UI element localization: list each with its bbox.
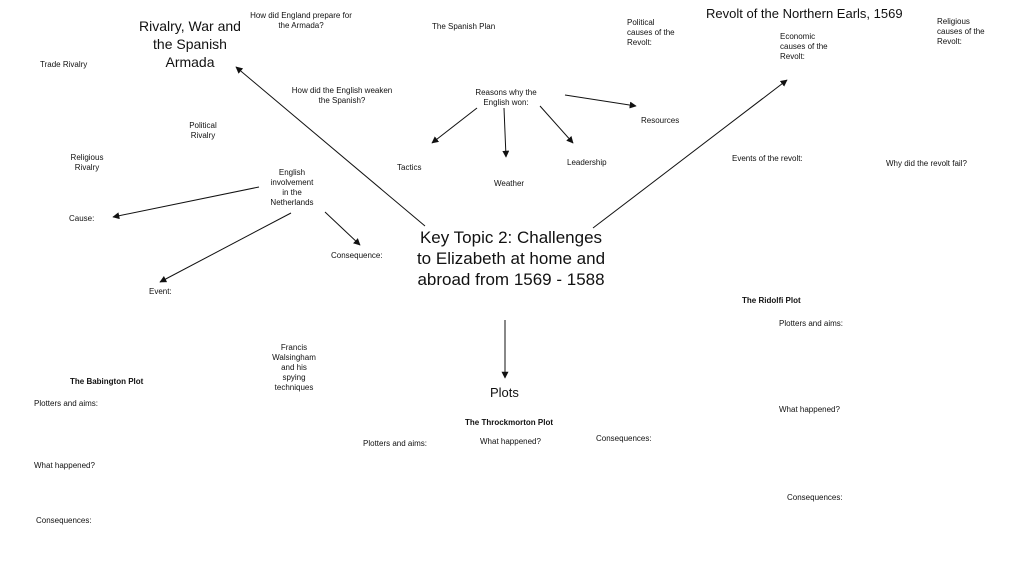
economic-causes: Economic causes of the Revolt: — [780, 32, 828, 61]
babington-consequences: Consequences: — [36, 516, 92, 525]
ridolfi-plot-title: The Ridolfi Plot — [742, 296, 801, 305]
prepare-question: How did England prepare for the Armada? — [250, 11, 352, 30]
revolt-title: Revolt of the Northern Earls, 1569 — [706, 6, 903, 21]
weather: Weather — [494, 179, 525, 188]
event-label: Event: — [149, 287, 172, 296]
revolt-fail-question: Why did the revolt fail? — [886, 159, 967, 168]
throckmorton-consequences: Consequences: — [596, 434, 652, 443]
religious-rivalry: Religious Rivalry — [70, 153, 104, 172]
arrow-to-consequence — [324, 211, 361, 246]
walsingham-spying: Francis Walsingham and his spying techni… — [272, 343, 316, 392]
central-topic: Key Topic 2: Challenges to Elizabeth at … — [416, 228, 606, 289]
consequence-label: Consequence: — [331, 251, 383, 260]
arrow-to-rivalry — [235, 66, 426, 227]
throckmorton-happened: What happened? — [480, 437, 541, 446]
netherlands-involvement: English involvement in the Netherlands — [270, 168, 314, 207]
tactics: Tactics — [397, 163, 422, 172]
rivalry-title: Rivalry, War and the Spanish Armada — [139, 18, 241, 70]
ridolfi-plotters: Plotters and aims: — [779, 319, 844, 328]
babington-plotters: Plotters and aims: — [34, 399, 99, 408]
arrow-to-cause — [112, 186, 260, 220]
arrow-to-tactics — [431, 107, 478, 144]
revolt-events: Events of the revolt: — [732, 154, 803, 163]
weaken-question: How did the English weaken the Spanish? — [291, 86, 393, 105]
resources: Resources — [641, 116, 680, 125]
arrow-to-revolt — [592, 79, 788, 229]
throckmorton-plotters: Plotters and aims: — [363, 439, 428, 448]
leadership: Leadership — [567, 158, 607, 167]
cause-label: Cause: — [69, 214, 95, 223]
ridolfi-consequences: Consequences: — [787, 493, 843, 502]
babington-happened: What happened? — [34, 461, 95, 470]
political-causes: Political causes of the Revolt: — [627, 18, 675, 47]
trade-rivalry: Trade Rivalry — [40, 60, 88, 69]
reasons-question: Reasons why the English won: — [475, 88, 537, 107]
ridolfi-happened: What happened? — [779, 405, 840, 414]
religious-causes: Religious causes of the Revolt: — [937, 17, 985, 46]
plots-title: Plots — [490, 385, 519, 400]
arrow-to-resources — [564, 94, 637, 109]
arrow-to-leadership — [539, 105, 574, 144]
spanish-plan: The Spanish Plan — [432, 22, 496, 31]
arrow-to-event — [159, 212, 292, 283]
political-rivalry: Political Rivalry — [189, 121, 217, 140]
throckmorton-plot-title: The Throckmorton Plot — [465, 418, 553, 427]
arrow-to-weather — [502, 107, 510, 158]
babington-plot-title: The Babington Plot — [70, 377, 144, 386]
